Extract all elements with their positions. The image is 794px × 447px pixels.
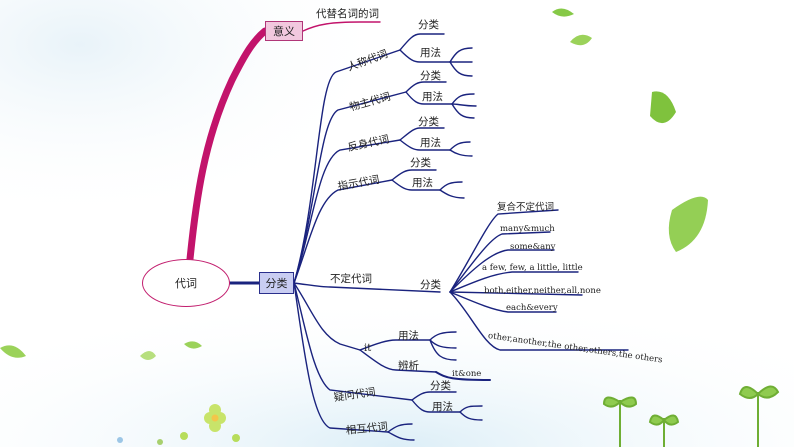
meaning-leaf: 代替名词的词 [316, 8, 379, 21]
personal-classification-node: 分类 [418, 19, 439, 32]
demonstrative-usage-node: 用法 [412, 177, 433, 190]
demonstrative-classification-node: 分类 [410, 157, 431, 170]
possessive-classification-node: 分类 [420, 70, 441, 83]
reflexive-usage-node: 用法 [420, 137, 441, 150]
indefinite-classification-node: 分类 [420, 279, 441, 292]
classification-box: 分类 [259, 272, 294, 294]
indefinite-item: 复合不定代词 [497, 201, 554, 214]
indefinite-item: each&every [506, 302, 558, 315]
indefinite-pronoun-node: 不定代词 [330, 273, 372, 286]
meaning-box-label: 意义 [273, 23, 295, 39]
indefinite-item: a few, few, a little, little [482, 262, 583, 275]
indefinite-item: some&any [510, 241, 555, 254]
interrogative-classification-node: 分类 [430, 380, 451, 393]
interrogative-usage-node: 用法 [432, 401, 453, 414]
reflexive-classification-node: 分类 [418, 116, 439, 129]
meaning-branch [190, 31, 265, 259]
meaning-box: 意义 [265, 21, 303, 41]
root-node: 代词 [142, 259, 230, 307]
it-node: it [364, 342, 371, 355]
it-one-leaf: it&one [452, 368, 481, 381]
indefinite-item: many&much [500, 223, 555, 236]
possessive-usage-node: 用法 [422, 91, 443, 104]
it-discrimination-node: 辨析 [398, 360, 419, 373]
personal-usage-node: 用法 [420, 47, 441, 60]
it-usage-node: 用法 [398, 330, 419, 343]
root-label: 代词 [175, 275, 197, 291]
classification-box-label: 分类 [266, 275, 288, 291]
indefinite-item: both,either,neither,all,none [484, 285, 601, 298]
